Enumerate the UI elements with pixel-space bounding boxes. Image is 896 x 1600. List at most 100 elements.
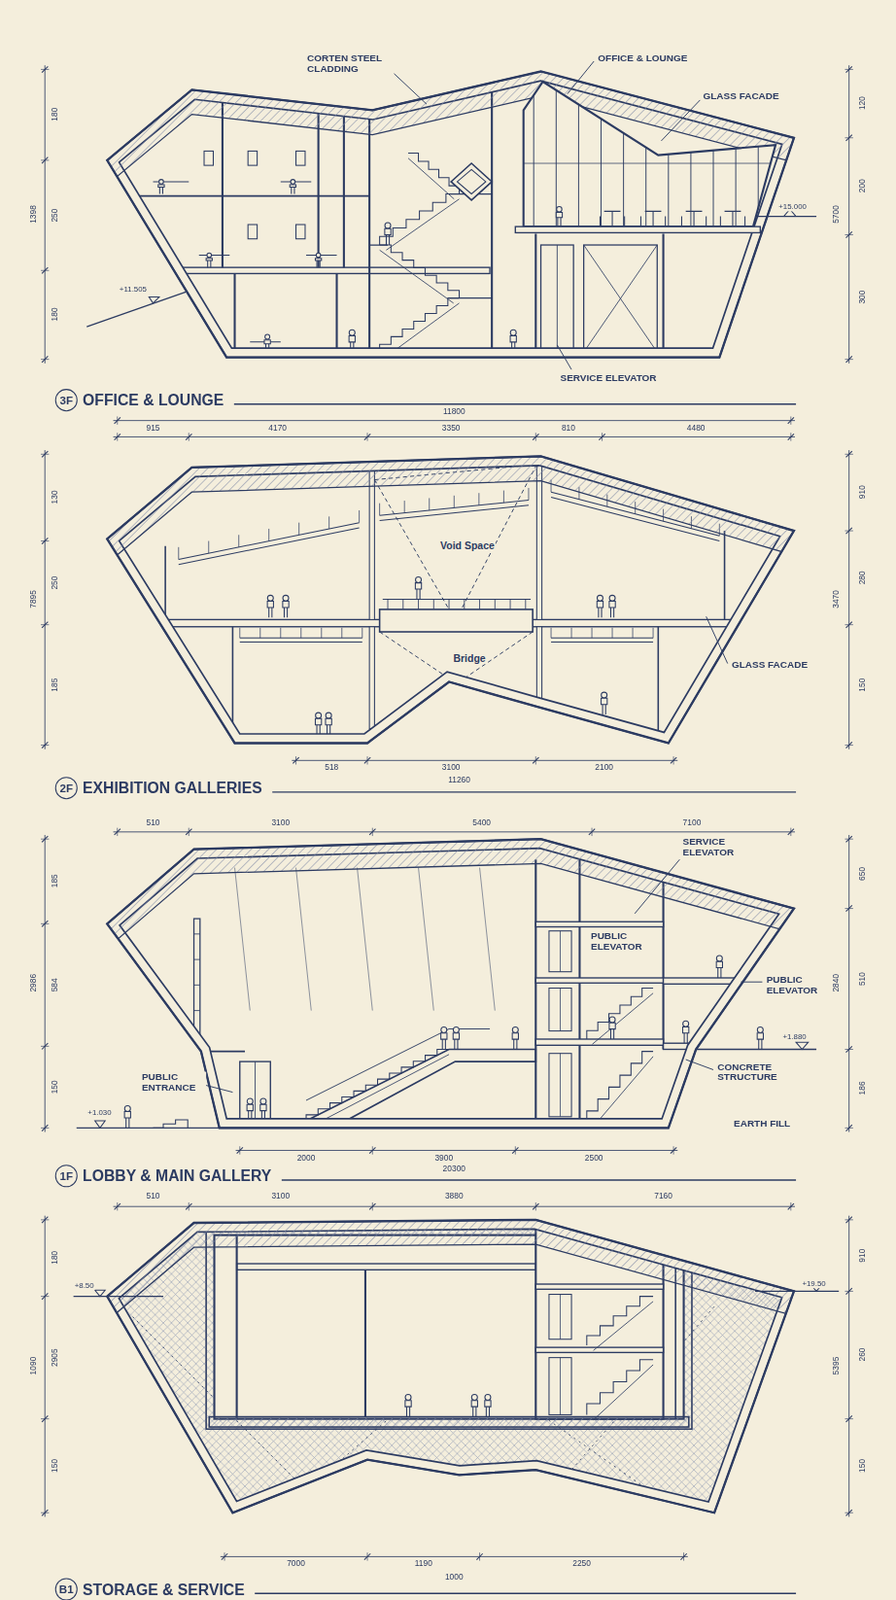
section-interior <box>379 503 380 517</box>
wall-outline <box>106 71 794 358</box>
person-figure <box>246 1098 253 1121</box>
section-interior <box>300 627 302 639</box>
person-figure <box>265 334 271 340</box>
elevation-mark: +1.030 <box>86 1107 112 1117</box>
section-interior <box>549 1294 572 1340</box>
section-interior <box>461 464 538 610</box>
section-interior <box>591 1056 654 1129</box>
person-figure <box>602 704 606 715</box>
person-figure <box>484 1394 491 1401</box>
glass-lounge <box>523 81 776 227</box>
person-figure <box>289 179 296 195</box>
person-figure <box>206 258 212 261</box>
dimension-line <box>844 1048 853 1050</box>
dimension-line <box>673 756 675 764</box>
dimension-line <box>848 449 850 750</box>
section-interior <box>408 158 454 200</box>
section-interior <box>559 930 561 972</box>
floor-title: STORAGE & SERVICE <box>82 1580 245 1598</box>
building-section <box>795 1041 809 1049</box>
person-figure <box>716 955 723 978</box>
person-figure <box>610 1029 614 1039</box>
person-figure <box>406 1406 410 1416</box>
title-underline <box>281 1178 796 1180</box>
dimension-text: 7895 <box>30 588 39 610</box>
person-figure <box>405 1394 412 1417</box>
section-interior <box>723 530 726 620</box>
section-interior <box>81 1204 817 1531</box>
person-figure <box>206 252 212 258</box>
section-interior <box>534 859 537 1128</box>
stair-flight <box>306 1049 449 1122</box>
person-figure <box>471 1400 478 1407</box>
dimension-text: 250 <box>51 207 61 224</box>
section-interior <box>177 547 179 560</box>
person-figure <box>159 186 163 194</box>
dimension-line <box>236 1149 679 1151</box>
dimension-text: 11260 <box>447 776 472 786</box>
person-figure <box>473 1406 477 1416</box>
section-interior <box>549 987 572 1031</box>
section-interior <box>311 1054 449 1127</box>
person-figure <box>512 1027 518 1034</box>
glass-mullions <box>600 71 602 228</box>
dimension-line <box>367 756 369 764</box>
person-figure <box>126 1117 130 1128</box>
person-figure <box>596 601 603 608</box>
dimension-line <box>790 415 792 424</box>
building-section <box>515 226 760 233</box>
section-interior <box>385 199 459 251</box>
person-figure <box>282 594 289 601</box>
dimension-text: 150 <box>51 1078 61 1095</box>
section-interior <box>153 267 491 274</box>
dimension-line <box>116 1202 118 1210</box>
person-figure <box>556 206 562 212</box>
elevation-mark: +1.880 <box>781 1033 807 1042</box>
section-interior <box>341 627 343 639</box>
person-figure <box>385 235 389 245</box>
dimension-line <box>601 432 603 441</box>
dimension-line <box>848 65 850 364</box>
dimension-text: 200 <box>859 177 868 194</box>
section-interior <box>556 244 558 352</box>
section-interior <box>343 109 345 268</box>
stair-flight <box>379 298 460 353</box>
building-section <box>86 291 186 327</box>
dimension-line <box>844 744 853 746</box>
dimension-text: 5395 <box>831 1355 841 1377</box>
dimension-line <box>295 756 297 764</box>
dimension-line <box>848 834 850 1133</box>
section-interior <box>369 464 375 621</box>
dimension-text: 5400 <box>471 819 492 828</box>
dimension-line <box>515 1145 517 1154</box>
dimension-line <box>116 432 118 441</box>
title-underline <box>254 1591 796 1593</box>
corten-roof <box>106 1219 794 1321</box>
dimension-line <box>535 756 537 764</box>
person-figure <box>452 1033 459 1039</box>
section-interior <box>106 71 794 358</box>
building-section <box>73 1204 840 1531</box>
section-interior <box>535 1346 663 1352</box>
dimension-line <box>844 137 853 138</box>
person-figure <box>442 1038 446 1049</box>
person-figure <box>246 1098 253 1104</box>
person-figure <box>609 594 616 618</box>
section-interior <box>320 627 322 639</box>
dimension-line <box>844 1512 853 1514</box>
person-figure <box>415 576 422 583</box>
dimension-line <box>844 358 853 360</box>
person-figure <box>124 1104 131 1128</box>
section-interior <box>551 641 654 643</box>
dimension-line <box>844 838 853 840</box>
person-figure <box>348 329 355 336</box>
dimension-text: 3880 <box>444 1192 465 1202</box>
leader-line <box>393 73 427 105</box>
dimension-text: 2250 <box>571 1559 592 1569</box>
person-figure <box>314 718 321 724</box>
dimension-text: 150 <box>859 677 868 693</box>
dimension-line <box>40 1127 49 1129</box>
dimension-text: 810 <box>560 423 577 433</box>
dimension-line <box>40 1417 49 1419</box>
